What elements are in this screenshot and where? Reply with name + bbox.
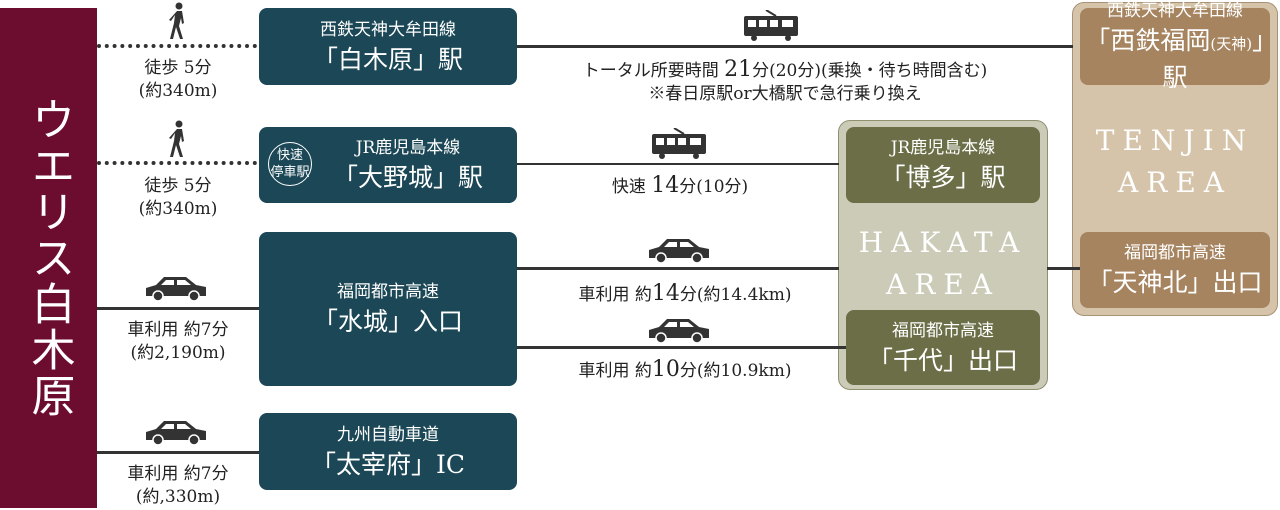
tenjin-kita-caption: 車利用 約14分(約14.4km)	[578, 281, 792, 306]
route-3-caption: 車利用 約7分(約2,190m)	[127, 320, 229, 363]
tenjin-kita-route-end	[1047, 267, 1081, 270]
car-icon	[146, 421, 206, 446]
walk-path-2	[97, 161, 257, 165]
route-4-caption: 車利用 約7分(約,330m)	[127, 464, 229, 507]
station-hakata[interactable]: JR鹿児島本線「博多」駅	[846, 127, 1040, 203]
jr-caption: 快速 14分(10分)	[611, 173, 749, 198]
mizuki-entrance[interactable]: 福岡都市高速「水城」入口	[259, 232, 517, 386]
route-1-caption: 徒歩 5分(約340m)	[138, 58, 218, 101]
station-onojo[interactable]: JR鹿児島本線「大野城」駅	[259, 127, 517, 203]
chiyo-caption: 車利用 約10分(約10.9km)	[578, 357, 792, 382]
train-icon	[744, 10, 798, 41]
chiyo-route	[517, 346, 847, 349]
train-icon	[652, 128, 706, 159]
car-icon	[146, 277, 206, 302]
walk-path-1	[97, 44, 257, 48]
dazaifu-ic[interactable]: 九州自動車道「太宰府」IC	[259, 413, 517, 490]
car-icon	[649, 319, 709, 344]
walking-person-icon	[169, 120, 184, 157]
rapid-stop-badge: 快速停車駅	[268, 142, 312, 186]
car-icon	[649, 239, 709, 264]
nishitetsu-line	[517, 45, 1073, 48]
route-2-caption: 徒歩 5分(約340m)	[138, 176, 218, 219]
tenjin-kita-exit[interactable]: 福岡都市高速「天神北」出口	[1080, 232, 1270, 308]
station-nishitetsu-fukuoka[interactable]: 西鉄天神大牟田線「西鉄福岡(天神)」駅	[1080, 1, 1270, 92]
jr-line	[517, 163, 839, 165]
car-path-3	[97, 307, 259, 310]
station-shirakibaru[interactable]: 西鉄天神大牟田線「白木原」駅	[259, 8, 517, 85]
origin-label: ウエリス白木原	[0, 8, 97, 508]
tenjin-kita-route	[517, 267, 839, 270]
car-path-4	[97, 451, 259, 454]
walking-person-icon	[169, 2, 184, 39]
chiyo-exit[interactable]: 福岡都市高速「千代」出口	[846, 310, 1040, 385]
nishitetsu-caption: トータル所要時間 21分(20分)(乗換・待ち時間含む)※春日原駅or大橋駅で急…	[582, 57, 988, 104]
